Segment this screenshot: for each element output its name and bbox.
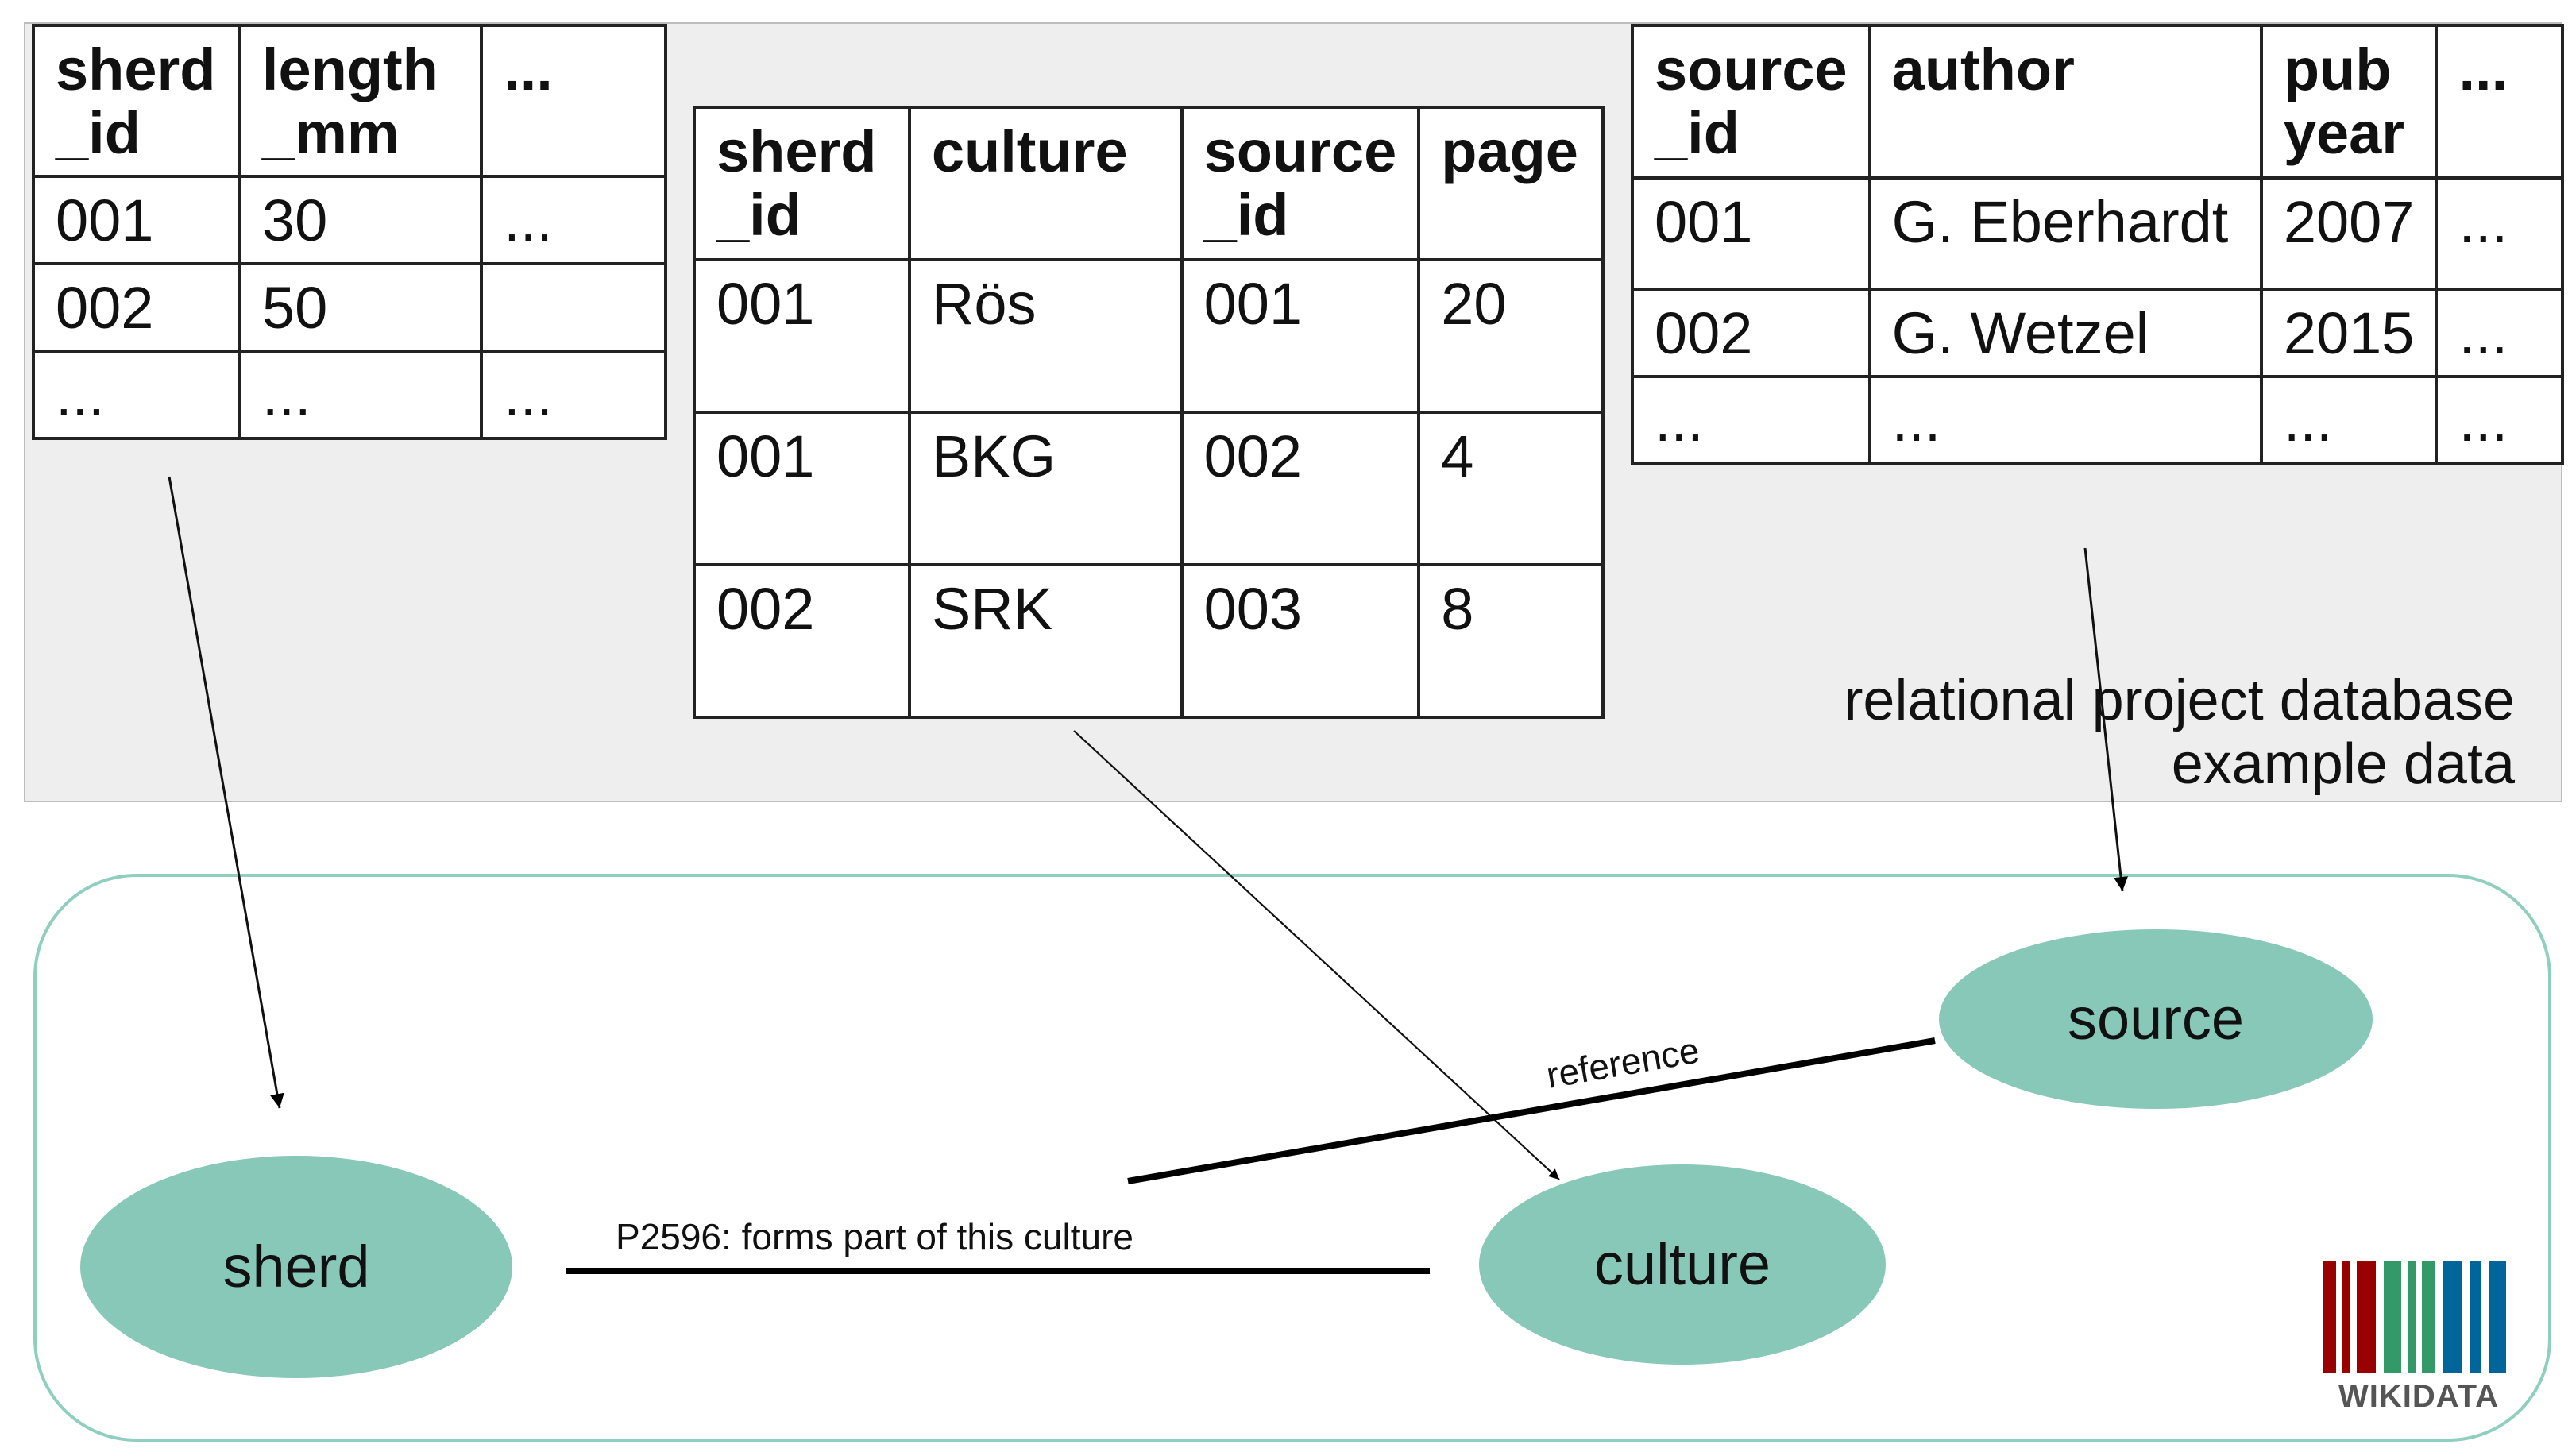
header-pub-year: pub year [2259, 24, 2439, 180]
mapping-arrow-sherd [168, 476, 284, 1109]
wikidata-logo-bar [2408, 1261, 2416, 1373]
cell: Rös [907, 258, 1184, 414]
table-row: 002 SRK 003 8 [693, 563, 1605, 719]
cell: ... [2259, 375, 2439, 465]
node-source-label: source [2068, 986, 2244, 1052]
table-row: 001 BKG 002 4 [693, 411, 1605, 566]
table-row: ... ... ... [32, 350, 667, 440]
node-culture [1479, 1164, 1886, 1365]
cell: 002 [1180, 411, 1421, 566]
cell: 003 [1180, 563, 1421, 719]
cell: ... [32, 350, 241, 440]
cell: ... [1867, 375, 2263, 465]
node-culture-label: culture [1594, 1231, 1771, 1297]
cell: 001 [32, 175, 241, 265]
header-culture: culture [907, 106, 1184, 261]
header-sherd-id: sherd _id [32, 24, 241, 178]
cell: G. Wetzel [1867, 288, 2263, 378]
table-row: 001 Rös 001 20 [693, 258, 1605, 414]
table-row: ... ... ... ... [1631, 375, 2564, 465]
cell: 001 [693, 411, 911, 566]
wikidata-logo-bar [2323, 1261, 2336, 1373]
caption-line-2: example data [2171, 732, 2515, 796]
cell: ... [480, 175, 667, 265]
node-source [1939, 929, 2373, 1109]
header-more: ... [2435, 24, 2564, 180]
mapping-arrow-culture [1073, 730, 1560, 1180]
header-length-mm: length _mm [238, 24, 484, 178]
header-author: author [1867, 24, 2263, 180]
cell: 001 [693, 258, 911, 414]
wikidata-logo-bar [2422, 1261, 2435, 1373]
cell: ... [480, 350, 667, 440]
cell: ... [2435, 375, 2564, 465]
sources-table: source _id author pub year ... 001 G. Eb… [1631, 24, 2564, 465]
cell: 2015 [2259, 288, 2439, 378]
cell: 002 [693, 563, 911, 719]
caption-line-1: relational project database [1844, 669, 2515, 732]
cell: 002 [1631, 288, 1871, 378]
header-page: page [1417, 106, 1605, 261]
mapping-arrow-source [2083, 547, 2129, 892]
node-sherd [80, 1156, 512, 1378]
cell: 8 [1417, 563, 1605, 719]
cell: 30 [238, 175, 484, 265]
header-source-id: source _id [1180, 106, 1421, 261]
cell: 4 [1417, 411, 1605, 566]
node-sherd-label: sherd [222, 1234, 369, 1300]
sherd-culture-table: sherd _id culture source _id page 001 Rö… [693, 106, 1605, 719]
wikidata-logo-bar [2470, 1261, 2481, 1373]
wikidata-logo-bar [2357, 1261, 2376, 1373]
cell [480, 262, 667, 353]
cell: BKG [907, 411, 1184, 566]
cell: 2007 [2259, 176, 2439, 291]
cell: ... [2435, 176, 2564, 291]
header-source-id: source _id [1631, 24, 1871, 180]
wikidata-logo: WIKIDATA [2323, 1261, 2514, 1420]
sherds-table: sherd _id length _mm ... 001 30 ... 002 … [32, 24, 667, 440]
table-row: 001 30 ... [32, 175, 667, 265]
wikidata-logo-bar [2443, 1261, 2462, 1373]
header-more: ... [480, 24, 667, 178]
cell: G. Eberhardt [1867, 176, 2263, 291]
wikidata-graph-box [33, 874, 2551, 1442]
table-row: 002 G. Wetzel 2015 ... [1631, 288, 2564, 378]
table-row: 002 50 [32, 262, 667, 353]
header-sherd-id: sherd _id [693, 106, 911, 261]
wikidata-logo-bar [2384, 1261, 2401, 1373]
cell: SRK [907, 563, 1184, 719]
cell: ... [2435, 288, 2564, 378]
cell: 50 [238, 262, 484, 353]
cell: 002 [32, 262, 241, 353]
wikidata-logo-bar [2489, 1261, 2506, 1373]
wikidata-logo-bar [2342, 1261, 2350, 1373]
wikidata-logo-text: WIKIDATA [2338, 1379, 2500, 1414]
cell: 20 [1417, 258, 1605, 414]
cell: ... [1631, 375, 1871, 465]
cell: ... [238, 350, 484, 440]
edge-reference [1127, 1037, 1936, 1184]
cell: 001 [1631, 176, 1871, 291]
table-row: 001 G. Eberhardt 2007 ... [1631, 176, 2564, 291]
cell: 001 [1180, 258, 1421, 414]
edge-forms-part-label: P2596: forms part of this culture [616, 1216, 1133, 1257]
